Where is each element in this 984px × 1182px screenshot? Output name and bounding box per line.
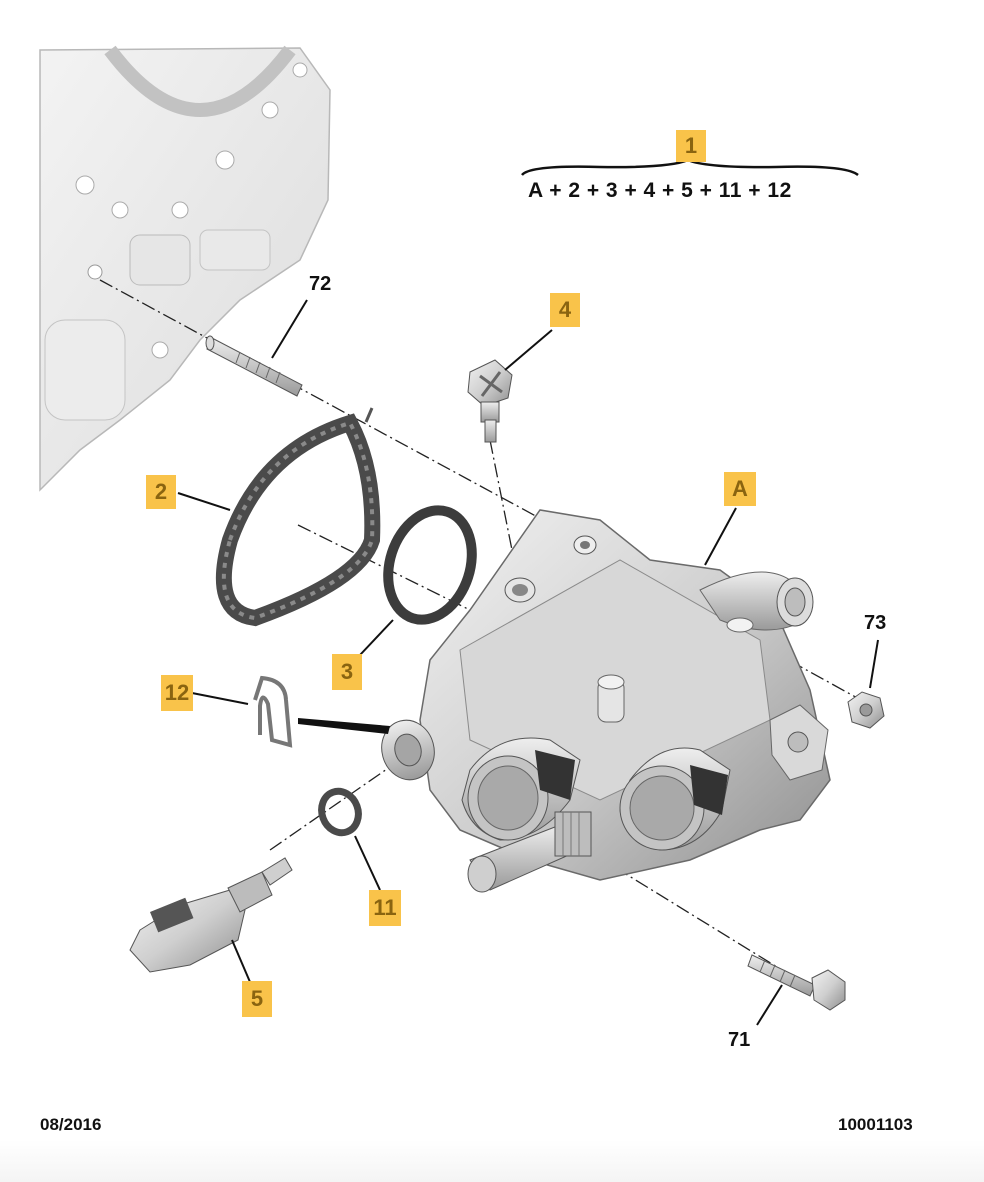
callout-12: 12 bbox=[161, 675, 193, 711]
callout-5: 5 bbox=[242, 981, 272, 1017]
callout-1: 1 bbox=[676, 130, 706, 162]
formula-brace bbox=[521, 158, 859, 177]
label-73: 73 bbox=[864, 612, 887, 634]
thermostat-housing-a bbox=[381, 509, 831, 893]
temperature-sensor-5 bbox=[129, 857, 293, 973]
assembly-formula: A + 2 + 3 + 4 + 5 + 11 + 12 bbox=[528, 179, 792, 202]
clip-pointer bbox=[298, 718, 390, 734]
callout-11: 11 bbox=[369, 890, 401, 926]
clip-12 bbox=[253, 675, 293, 748]
bleed-screw-4 bbox=[467, 359, 513, 443]
callout-3: 3 bbox=[332, 654, 362, 690]
leader-lines bbox=[177, 299, 879, 1026]
stud-72 bbox=[205, 335, 303, 397]
footer-date: 08/2016 bbox=[40, 1115, 102, 1134]
label-71: 71 bbox=[728, 1029, 751, 1051]
bottom-fade bbox=[0, 1140, 984, 1182]
footer-reference: 10001103 bbox=[838, 1115, 913, 1134]
callout-2: 2 bbox=[146, 475, 176, 509]
callout-a: A bbox=[724, 472, 756, 506]
engine-block bbox=[39, 45, 331, 492]
label-72: 72 bbox=[309, 273, 332, 295]
gasket-2 bbox=[215, 407, 381, 627]
nut-73 bbox=[847, 691, 885, 729]
callout-4: 4 bbox=[550, 293, 580, 327]
o-ring-3 bbox=[383, 505, 477, 625]
bolt-71 bbox=[747, 954, 846, 1011]
washer-11 bbox=[318, 787, 362, 837]
